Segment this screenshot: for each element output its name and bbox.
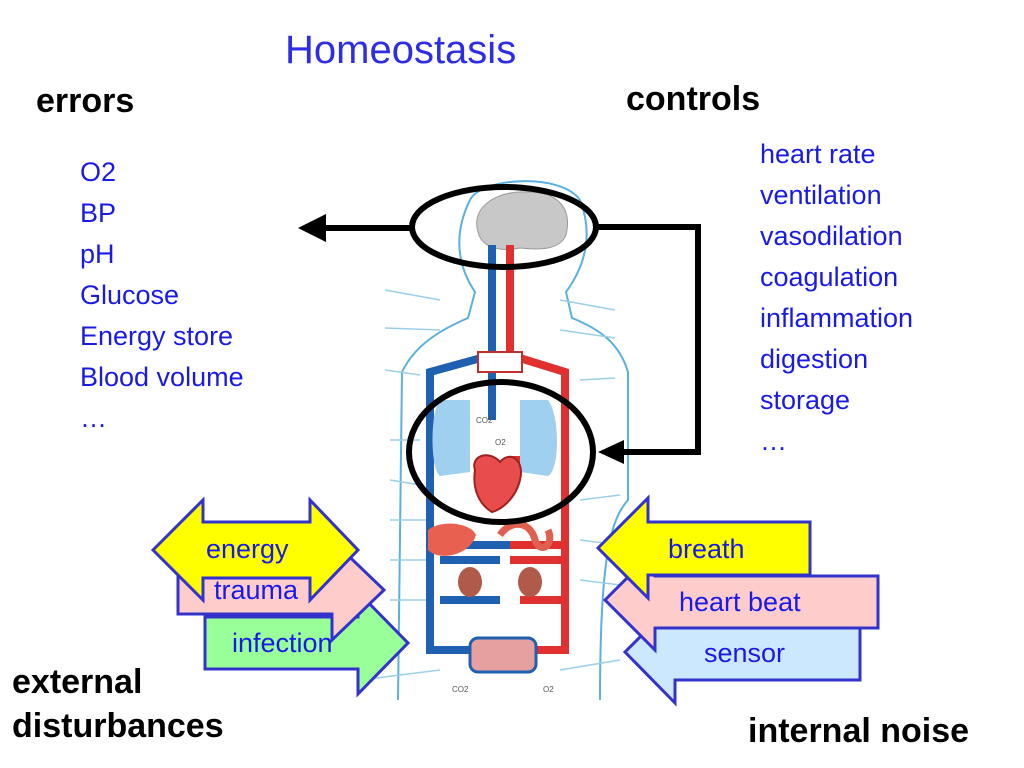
gas-label-co2-bottom: CO2 [452,685,469,694]
errors-list: O2 BP pH Glucose Energy store Blood volu… [80,152,244,439]
gas-label-o2-bottom: O2 [543,685,554,694]
errors-heading: errors [36,82,135,120]
heart-shape [473,454,522,514]
internal-noise-heading: internal noise [748,712,970,750]
controls-item: heart rate [760,139,876,169]
gas-label-co2-top: CO2 [476,416,493,425]
errors-item: O2 [80,157,117,187]
controls-list: heart rate ventilation vasodilation coag… [760,134,913,462]
sensor-label: sensor [704,638,786,668]
lower-capillary [468,636,538,674]
energy-arrow [150,496,361,604]
errors-item: Energy store [80,321,234,351]
feedback-loop-line [596,224,701,455]
feedback-arrowhead-heart [598,440,624,464]
errors-item: Blood volume [80,362,244,392]
controls-item: storage [760,385,851,415]
external-heading-line2: disturbances [12,707,224,745]
errors-item: pH [80,239,115,269]
breath-arrow [595,494,812,602]
right-kidney [518,567,542,597]
intestine-shape [497,520,554,551]
controls-item: coagulation [760,262,899,292]
controls-heading: controls [626,80,761,118]
brain-shape [476,191,568,250]
external-disturbances-heading: external disturbances [12,660,224,748]
energy-label: energy [206,534,289,564]
breath-label: breath [668,534,745,564]
controls-item: inflammation [760,303,914,333]
controls-item: digestion [760,344,869,374]
gas-label-o2-top: O2 [495,438,506,447]
external-heading-line1: external [12,663,143,701]
errors-item: Glucose [80,280,180,310]
infection-label: infection [232,628,333,658]
left-kidney [458,567,482,597]
left-lung [432,400,470,476]
controls-item: ventilation [760,180,882,210]
controls-item: … [760,426,787,456]
liver-shape [428,523,476,556]
right-lung [520,400,557,476]
errors-item: … [80,403,107,433]
page-title: Homeostasis [285,28,517,72]
trauma-label: trauma [214,575,299,605]
errors-arrowhead [298,214,326,242]
nerve-lines [359,289,621,681]
heart-beat-label: heart beat [679,587,801,617]
heart-lung-circle [406,379,596,525]
body-outline [397,180,629,701]
controls-item: vasodilation [760,221,903,251]
errors-item: BP [80,198,117,228]
upper-capillary [477,351,523,373]
